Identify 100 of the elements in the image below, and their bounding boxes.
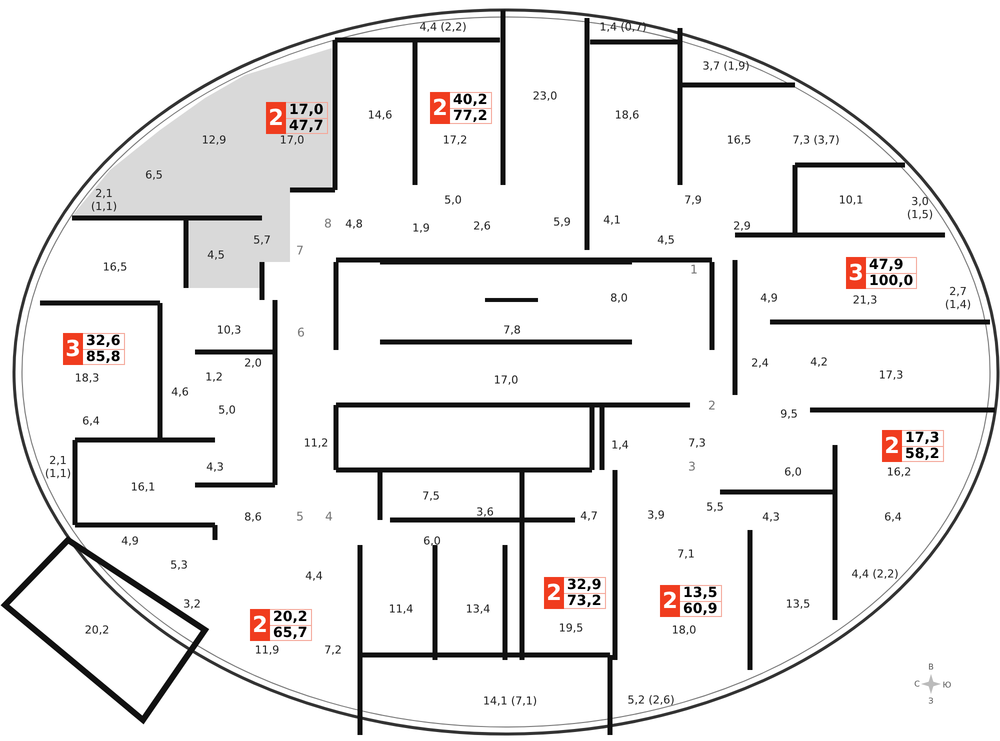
room-area: 17,2 xyxy=(442,134,468,146)
room-area: 14,6 xyxy=(368,108,392,122)
room-area: 2,1 (1,1) xyxy=(41,454,75,480)
room-area: 21,3 xyxy=(852,294,878,306)
room-area: 5,3 xyxy=(170,558,188,572)
room-area: 16,2 xyxy=(886,466,912,478)
room-area: 2,0 xyxy=(244,356,262,370)
room-area: 5,7 xyxy=(253,234,271,246)
room-area: 1,9 xyxy=(412,222,430,234)
room-area: 5,2 (2,6) xyxy=(627,694,675,706)
room-area: 7,1 xyxy=(677,548,695,560)
total-area-value: 65,7 xyxy=(272,626,309,641)
room-area: 7,5 xyxy=(422,490,440,502)
door-number: 6 xyxy=(297,326,305,340)
room-area: 4,4 (2,2) xyxy=(851,568,899,580)
total-area-value: 73,2 xyxy=(566,594,603,609)
room-area: 23,0 xyxy=(532,90,558,102)
compass-letter: С xyxy=(914,678,920,690)
room-area: 5,0 xyxy=(218,404,236,416)
room-count: 2 xyxy=(430,92,450,124)
room-area: 4,5 xyxy=(657,234,675,246)
room-area: 4,3 xyxy=(762,510,780,524)
room-area: 7,8 xyxy=(503,324,521,336)
room-area: 7,3 xyxy=(688,436,706,450)
room-area: 5,5 xyxy=(706,500,724,514)
room-area: 11,2 xyxy=(304,436,328,450)
room-area: 2,4 xyxy=(751,356,769,370)
room-area: 7,3 (3,7) xyxy=(792,134,840,146)
room-area: 7,2 xyxy=(324,644,342,656)
room-area: 4,7 xyxy=(580,510,598,522)
room-count: 2 xyxy=(882,430,902,462)
room-area: 10,1 xyxy=(838,194,864,206)
door-number: 3 xyxy=(688,460,696,474)
room-area: 16,1 xyxy=(130,480,156,494)
living-area-value: 17,3 xyxy=(902,431,943,447)
door-number: 4 xyxy=(325,510,333,524)
compass-letter: Ю xyxy=(942,680,952,692)
room-area: 10,3 xyxy=(216,324,242,336)
room-area: 4,3 xyxy=(206,460,224,474)
total-area-value: 100,0 xyxy=(868,274,914,289)
room-area: 2,7 (1,4) xyxy=(941,285,975,311)
room-area: 4,4 (2,2) xyxy=(419,20,467,34)
door-number: 5 xyxy=(296,510,304,524)
total-area-value: 60,9 xyxy=(682,602,719,617)
room-area: 20,2 xyxy=(84,624,110,636)
room-area: 2,9 xyxy=(733,220,751,232)
room-area: 3,6 xyxy=(476,506,494,518)
room-area: 8,6 xyxy=(244,510,262,524)
living-area-value: 17,0 xyxy=(286,103,327,119)
room-area: 17,3 xyxy=(878,368,904,382)
room-area: 4,9 xyxy=(121,534,139,548)
room-area: 19,5 xyxy=(558,622,584,634)
room-area: 12,9 xyxy=(202,134,226,146)
door-number: 7 xyxy=(296,244,304,258)
room-area: 18,3 xyxy=(74,372,100,384)
room-area: 16,5 xyxy=(102,260,128,274)
room-area: 16,5 xyxy=(726,134,752,146)
room-area: 1,4 xyxy=(611,438,629,452)
room-area: 18,0 xyxy=(672,624,696,636)
room-area: 11,4 xyxy=(388,602,414,616)
room-area: 6,5 xyxy=(145,168,163,182)
room-area: 7,9 xyxy=(684,194,702,206)
total-area-value: 85,8 xyxy=(85,350,122,365)
total-area-value: 47,7 xyxy=(288,119,325,134)
room-area: 2,1 (1,1) xyxy=(87,187,121,213)
living-area-value: 20,2 xyxy=(270,610,311,626)
room-area: 6,4 xyxy=(82,414,100,428)
room-area: 14,1 (7,1) xyxy=(482,694,538,708)
living-area-value: 32,6 xyxy=(83,334,124,350)
room-area: 17,0 xyxy=(280,134,304,146)
room-area: 5,0 xyxy=(444,194,462,206)
room-area: 6,0 xyxy=(423,534,441,548)
room-area: 18,6 xyxy=(614,108,640,122)
room-area: 3,9 xyxy=(647,508,665,522)
room-area: 3,0 (1,5) xyxy=(903,195,937,221)
room-area: 4,5 xyxy=(207,248,225,262)
room-count: 3 xyxy=(63,333,83,365)
living-area-value: 40,2 xyxy=(450,93,491,109)
room-area: 13,4 xyxy=(466,602,490,616)
room-area: 9,5 xyxy=(780,408,798,420)
living-area-value: 47,9 xyxy=(866,258,916,274)
door-number: 8 xyxy=(324,218,332,230)
room-area: 11,9 xyxy=(254,644,280,656)
room-count: 2 xyxy=(660,585,680,617)
room-area: 4,6 xyxy=(171,386,189,398)
room-area: 8,0 xyxy=(610,292,628,304)
room-count: 2 xyxy=(250,609,270,641)
room-area: 4,1 xyxy=(603,214,621,226)
room-area: 1,2 xyxy=(205,370,223,384)
room-area: 3,2 xyxy=(183,598,201,610)
room-area: 4,9 xyxy=(760,292,778,304)
room-area: 4,4 xyxy=(305,570,323,582)
room-area: 2,6 xyxy=(473,220,491,232)
room-area: 17,0 xyxy=(494,374,518,386)
door-number: 1 xyxy=(690,264,698,276)
total-area-value: 58,2 xyxy=(904,447,941,462)
room-area: 5,9 xyxy=(553,216,571,228)
room-count: 2 xyxy=(544,577,564,609)
room-area: 3,7 (1,9) xyxy=(702,60,750,72)
door-number: 2 xyxy=(708,400,716,412)
